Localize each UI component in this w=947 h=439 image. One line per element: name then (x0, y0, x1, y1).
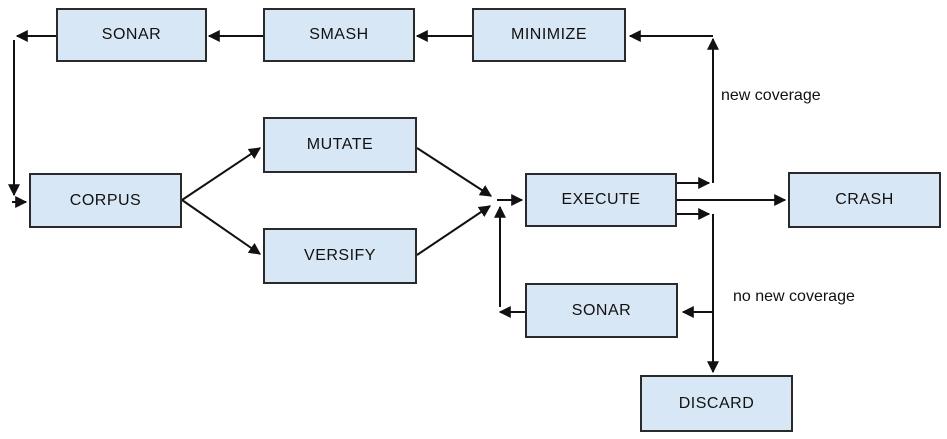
node-sonar-top: SONAR (56, 8, 207, 62)
node-minimize: MINIMIZE (472, 8, 626, 62)
node-corpus-label: CORPUS (69, 191, 142, 209)
node-execute: EXECUTE (525, 173, 677, 227)
node-mutate: MUTATE (263, 117, 417, 173)
node-minimize-label: MINIMIZE (511, 26, 587, 43)
node-sonar-bottom-label: SONAR (571, 301, 632, 319)
node-discard: DISCARD (640, 375, 793, 432)
edge-label-new-coverage: new coverage (721, 87, 821, 104)
node-mutate-label: MUTATE (306, 136, 374, 153)
node-versify-label: VERSIFY (304, 247, 376, 264)
node-sonar-bottom: SONAR (525, 283, 678, 338)
node-crash-label: CRASH (835, 191, 894, 208)
arrow-versify-to-junction (416, 205, 491, 256)
node-corpus: CORPUS (29, 173, 182, 228)
arrow-corpus-to-versify (181, 199, 261, 255)
edge-label-no-new-coverage: no new coverage (733, 288, 855, 305)
node-smash: SMASH (263, 8, 415, 62)
arrow-mutate-to-junction (416, 147, 493, 197)
arrow-corpus-to-mutate (181, 147, 261, 201)
node-execute-label: EXECUTE (561, 191, 641, 208)
node-smash-label: SMASH (309, 26, 369, 43)
node-crash: CRASH (788, 172, 941, 228)
node-versify: VERSIFY (263, 228, 417, 284)
node-sonar-top-label: SONAR (101, 26, 162, 43)
node-discard-label: DISCARD (678, 394, 755, 412)
